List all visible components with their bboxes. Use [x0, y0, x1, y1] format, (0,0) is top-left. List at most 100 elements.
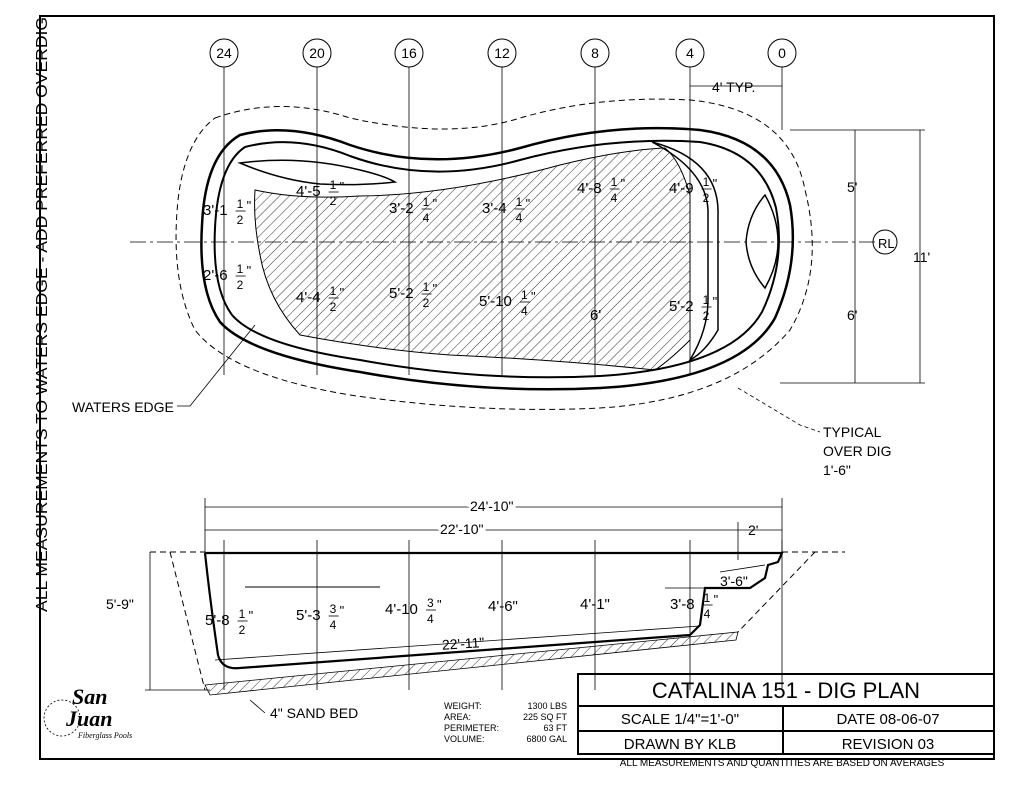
length-a-label: 22'-10": [440, 521, 483, 537]
overdig-label-2: OVER DIG: [823, 443, 891, 459]
bench-upper-left: [237, 159, 398, 186]
typ-spacing-label: 4' TYP.: [712, 79, 755, 95]
depth-total-label: 5'-9": [106, 596, 134, 612]
lower-width-label-text: 5'-2: [669, 298, 694, 315]
upper-width-label-num: 1: [237, 197, 244, 211]
overdig-leader: [737, 387, 821, 433]
length-b-label: 2': [748, 522, 758, 538]
lower-width-label-text: 2'-6: [203, 267, 228, 284]
depth-label-mark: ": [340, 603, 345, 618]
station-bubble: [675, 38, 705, 68]
depth-label-num: 1: [239, 607, 246, 621]
lower-width-label-num: 1: [330, 284, 337, 298]
section-view: 24'-10" 22'-10" 2' 5'-9" 22'-11" 3'-6" 5…: [106, 495, 845, 721]
upper-width-label-mark: ": [526, 196, 531, 211]
logo-tagline: Fiberglass Pools: [77, 731, 132, 740]
san-juan-logo: San Juan Fiberglass Pools: [43, 684, 132, 740]
upper-width-label-den: 4: [423, 211, 430, 225]
upper-width-label-den: 4: [516, 211, 523, 225]
upper-width-label-text: 4'-8: [577, 180, 602, 197]
lower-width-label-text: 5'-2: [389, 285, 414, 302]
upper-width-label: 3'-1 1 2": [203, 197, 251, 227]
lower-width-label-text: 4'-4: [296, 289, 321, 306]
upper-width-label-mark: ": [433, 196, 438, 211]
lower-width-label-den: 2: [330, 300, 337, 314]
lower-width-label: 6': [590, 307, 601, 324]
upper-width-label-num: 1: [423, 195, 430, 209]
lower-width-label-num: 1: [423, 280, 430, 294]
sand-bed-hatch: [204, 631, 739, 696]
station-bubble: [209, 38, 239, 68]
station-number: 0: [778, 45, 786, 61]
width-overall: 11': [913, 249, 930, 265]
deep-floor-hatch: [254, 148, 691, 370]
upper-width-label-text: 3'-1: [203, 202, 228, 219]
lower-width-label-text: 6': [590, 307, 601, 324]
station-bubble: [302, 38, 332, 68]
upper-width-label-mark: ": [621, 176, 626, 191]
lower-width-label: 5'-2 1 2": [669, 293, 717, 323]
depth-label-text: 5'-3: [296, 607, 321, 624]
upper-width-label-den: 2: [703, 191, 710, 205]
upper-width-label-den: 2: [330, 194, 337, 208]
depth-label-text: 4'-1": [580, 596, 610, 613]
station-number: 4: [686, 45, 694, 61]
spec-label: VOLUME:: [444, 734, 485, 744]
spec-value: 225 SQ FT: [523, 712, 568, 722]
upper-width-label-text: 3'-2: [389, 200, 414, 217]
drawn-by-label: DRAWN BY KLB: [624, 736, 737, 753]
station-bubble: [767, 38, 797, 68]
overdig-slope-right: [737, 551, 816, 633]
upper-width-label-mark: ": [340, 179, 345, 194]
upper-width-label-mark: ": [247, 198, 252, 213]
depth-label-mark: ": [437, 597, 442, 612]
overdig-slope-left: [169, 551, 206, 691]
upper-width-label-num: 1: [611, 175, 618, 189]
scale-label: SCALE 1/4"=1'-0": [621, 711, 739, 728]
depth-label-den: 2: [239, 623, 246, 637]
lower-width-label-num: 1: [237, 262, 244, 276]
overdig-outline: [175, 98, 813, 410]
width-bottom: 6': [847, 307, 857, 323]
spec-value: 63 FT: [543, 723, 567, 733]
deep-floor-outline: [254, 147, 691, 371]
lower-width-label-den: 2: [423, 296, 430, 310]
station-bubble: [394, 38, 424, 68]
lower-width-label-den: 2: [703, 309, 710, 323]
drawing-title: CATALINA 151 - DIG PLAN: [652, 678, 920, 703]
upper-width-label-den: 4: [611, 191, 618, 205]
side-note: ALL MEASUREMENTS TO WATERS EDGE - ADD PR…: [34, 17, 51, 612]
depth-label-text: 3'-8: [670, 596, 695, 613]
lower-width-label-mark: ": [713, 294, 718, 309]
station-number: 12: [494, 45, 510, 61]
lower-width-label-num: 1: [521, 288, 528, 302]
lower-width-label-mark: ": [433, 281, 438, 296]
upper-width-label-den: 2: [237, 213, 244, 227]
depth-label-text: 4'-10: [385, 601, 418, 618]
lower-width-label-den: 2: [237, 278, 244, 292]
title-block: CATALINA 151 - DIG PLAN SCALE 1/4"=1'-0"…: [577, 673, 995, 769]
lower-width-label-num: 1: [703, 293, 710, 307]
upper-width-label-mark: ": [713, 176, 718, 191]
upper-width-label: 4'-8 1 4": [577, 175, 625, 205]
depth-label-den: 4: [427, 612, 434, 626]
upper-width-label-num: 1: [330, 178, 337, 192]
lower-width-label-den: 4: [521, 304, 528, 318]
pool-waters-edge: [213, 139, 780, 379]
depth-label-num: 1: [704, 591, 711, 605]
depth-label: 4'-1": [580, 596, 610, 613]
depth-label-text: 5'-8: [205, 612, 230, 629]
depth-label-den: 4: [330, 618, 337, 632]
spec-label: WEIGHT:: [444, 701, 482, 711]
